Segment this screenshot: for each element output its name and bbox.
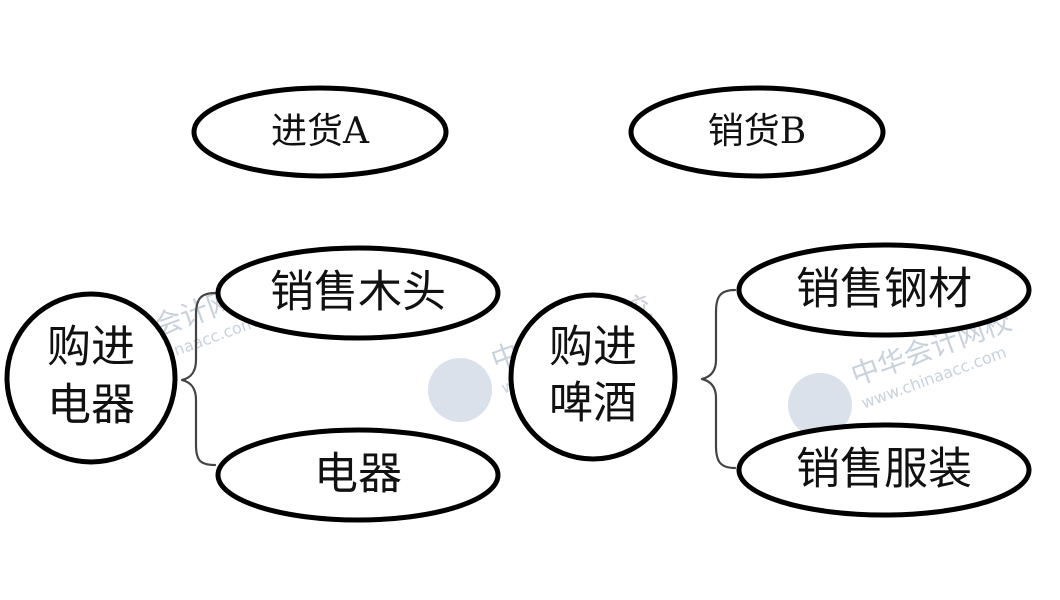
node-xiaohuo-b: 销货B	[628, 85, 886, 179]
node-right-root-line1: 购进	[549, 322, 637, 373]
node-xiaohuo-b-label: 销货B	[708, 111, 806, 152]
left-brace	[180, 291, 217, 467]
node-jinhuo-a-shape	[191, 85, 449, 179]
node-jinhuo-a: 进货A	[191, 85, 449, 179]
node-right-bottom-label: 销售服装	[796, 444, 972, 495]
node-right-root-shape	[508, 292, 678, 462]
node-right-bottom-shape	[736, 422, 1032, 518]
node-right-top-shape	[736, 242, 1032, 338]
node-right-top: 销售钢材	[736, 242, 1032, 338]
node-jinhuo-a-label: 进货A	[271, 111, 370, 152]
node-left-root: 购进 电器	[4, 291, 178, 465]
node-left-bottom-label: 电器	[314, 449, 402, 500]
node-left-top-label: 销售木头	[270, 267, 446, 318]
node-left-root-line2: 电器	[47, 380, 135, 431]
node-left-bottom: 电器	[215, 427, 501, 523]
node-left-top-shape	[215, 245, 501, 341]
node-left-root-shape	[4, 291, 178, 465]
node-left-bottom-shape	[215, 427, 501, 523]
node-xiaohuo-b-shape	[628, 85, 886, 179]
watermark-logo-icon	[788, 373, 852, 437]
node-left-root-line1: 购进	[47, 322, 135, 373]
node-right-top-label: 销售钢材	[796, 264, 972, 315]
watermark-logo-icon	[428, 358, 492, 422]
node-right-bottom: 销售服装	[736, 422, 1032, 518]
right-brace	[700, 288, 737, 470]
node-left-top: 销售木头	[215, 245, 501, 341]
node-right-root-line2: 啤酒	[549, 378, 637, 429]
node-right-root: 购进 啤酒	[508, 292, 678, 462]
